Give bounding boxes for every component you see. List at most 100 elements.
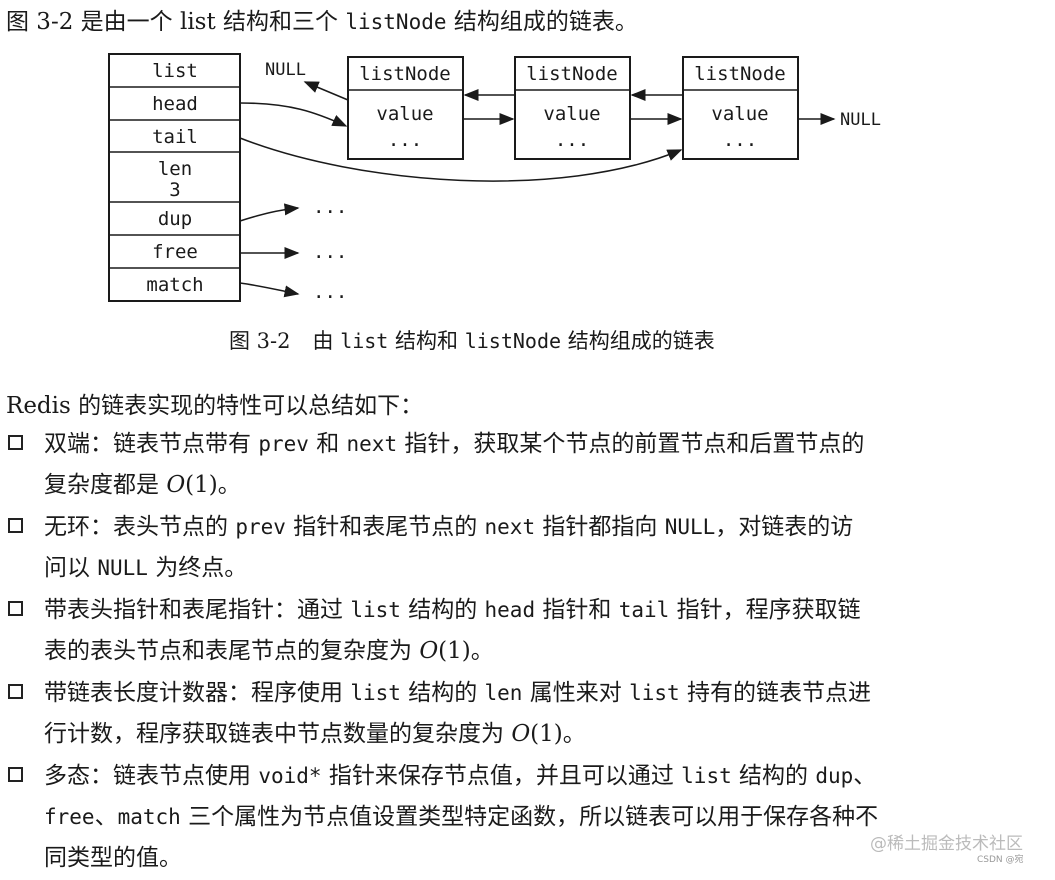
inline-code: NULL <box>664 515 716 539</box>
list-node-1: listNode value ... <box>347 56 464 160</box>
null-left-label: NULL <box>265 60 306 80</box>
feature-line: 同类型的值。 <box>44 838 1051 879</box>
checkbox-bullet-icon <box>8 435 23 450</box>
text-segment: 、 <box>853 763 877 789</box>
inline-code: tail <box>618 598 670 622</box>
feature-item: 双端：链表节点带有 prev 和 next 指针，获取某个节点的前置节点和后置节… <box>6 424 1051 506</box>
list-field-tail: tail <box>152 126 198 148</box>
text-segment: 双端：链表节点带有 <box>44 431 259 457</box>
list-field-head: head <box>152 93 198 115</box>
node-more: ... <box>388 129 422 151</box>
list-field-dup: dup <box>158 208 192 230</box>
list-struct-title: list <box>152 60 198 82</box>
list-field-len: len <box>158 158 192 180</box>
checkbox-bullet-icon <box>8 518 23 533</box>
text-segment: O <box>419 638 439 664</box>
inline-code: next <box>484 515 536 539</box>
text-segment: 无环：表头节点的 <box>44 514 236 540</box>
text-segment: 属性来对 <box>522 680 630 706</box>
node-value: value <box>711 103 768 125</box>
feature-line: 双端：链表节点带有 prev 和 next 指针，获取某个节点的前置节点和后置节… <box>44 424 1051 465</box>
text-segment: (1)。 <box>530 721 586 747</box>
list-node-2: listNode value ... <box>514 56 631 160</box>
inline-code: next <box>346 432 398 456</box>
null-right-label: NULL <box>840 110 881 130</box>
feature-item: 无环：表头节点的 prev 指针和表尾节点的 next 指针都指向 NULL，对… <box>6 507 1051 589</box>
summary-text: Redis 的链表实现的特性可以总结如下： <box>6 393 424 419</box>
dup-pointer-arrow <box>239 203 300 222</box>
free-target: ... <box>313 241 347 263</box>
feature-line: 带表头指针和表尾指针：通过 list 结构的 head 指针和 tail 指针，… <box>44 590 1051 631</box>
text-segment: (1)。 <box>438 638 494 664</box>
inline-code: prev <box>258 432 309 456</box>
text-segment: 问以 <box>44 555 98 581</box>
node-title: listNode <box>359 63 451 85</box>
text-segment: 多态：链表节点使用 <box>44 763 259 789</box>
inline-code: list <box>350 598 401 622</box>
watermark: @稀土掘金技术社区 <box>870 834 1023 854</box>
node-title: listNode <box>526 63 618 85</box>
feature-line: 行计数，程序获取链表中节点数量的复杂度为 O(1)。 <box>44 714 1051 755</box>
feature-line: 表的表头节点和表尾节点的复杂度为 O(1)。 <box>44 631 1051 672</box>
list-struct: list head tail len 3 dup free match <box>108 53 241 302</box>
text-segment: 结构的 <box>400 680 485 706</box>
feature-line: 带链表长度计数器：程序使用 list 结构的 len 属性来对 list 持有的… <box>44 673 1051 714</box>
text-segment: O <box>166 472 186 498</box>
dup-target: ... <box>313 196 347 218</box>
intro-text: 图 3-2 是由一个 list 结构和三个 listNode 结构组成的链表。 <box>6 9 638 35</box>
linked-list-figure: list head tail len 3 dup free match list… <box>108 53 881 303</box>
inline-code: prev <box>235 515 286 539</box>
text-segment: 指针和表尾节点的 <box>285 514 485 540</box>
inline-code: void* <box>258 764 322 788</box>
inline-code: list <box>350 681 401 705</box>
list-len-value: 3 <box>169 179 180 201</box>
text-segment: 行计数，程序获取链表中节点数量的复杂度为 <box>44 721 512 747</box>
checkbox-bullet-icon <box>8 767 23 782</box>
text-segment: 指针和 <box>535 597 619 623</box>
node-more: ... <box>555 129 589 151</box>
text-segment: 带表头指针和表尾指针：通过 <box>44 597 351 623</box>
text-segment: 表的表头节点和表尾节点的复杂度为 <box>44 638 420 664</box>
text-segment: 和 <box>308 431 347 457</box>
list-node-3: listNode value ... <box>682 56 799 160</box>
inline-code: dup <box>815 764 854 788</box>
list-field-match: match <box>146 274 203 296</box>
node-value: value <box>543 103 600 125</box>
feature-line: 复杂度都是 O(1)。 <box>44 465 1051 506</box>
text-segment: 指针都指向 <box>535 514 665 540</box>
feature-item: 带链表长度计数器：程序使用 list 结构的 len 属性来对 list 持有的… <box>6 673 1051 755</box>
inline-code: free <box>44 805 95 829</box>
inline-code: head <box>484 598 536 622</box>
feature-item: 带表头指针和表尾指针：通过 list 结构的 head 指针和 tail 指针，… <box>6 590 1051 672</box>
match-target: ... <box>313 281 347 303</box>
text-segment: 持有的链表节点进 <box>679 680 871 706</box>
node-value: value <box>376 103 433 125</box>
inline-code: NULL <box>97 556 148 580</box>
inline-code: list <box>629 681 680 705</box>
feature-line: 多态：链表节点使用 void* 指针来保存节点值，并且可以通过 list 结构的… <box>44 756 1051 797</box>
text-segment: 同类型的值。 <box>44 845 182 871</box>
node-title: listNode <box>694 63 786 85</box>
checkbox-bullet-icon <box>8 601 23 616</box>
prev-arrow-node1-null <box>303 81 349 101</box>
text-segment: 结构的 <box>731 763 816 789</box>
text-segment: 为终点。 <box>147 555 248 581</box>
feature-list: 双端：链表节点带有 prev 和 next 指针，获取某个节点的前置节点和后置节… <box>6 424 1051 880</box>
node-more: ... <box>723 129 757 151</box>
text-segment: 三个属性为节点值设置类型特定函数，所以链表可以用于保存各种不 <box>180 804 879 830</box>
feature-line: free、match 三个属性为节点值设置类型特定函数，所以链表可以用于保存各种… <box>44 797 1051 838</box>
feature-line: 无环：表头节点的 prev 指针和表尾节点的 next 指针都指向 NULL，对… <box>44 507 1051 548</box>
text-segment: 带链表长度计数器：程序使用 <box>44 680 351 706</box>
text-segment: 复杂度都是 <box>44 472 167 498</box>
inline-code: list <box>681 764 732 788</box>
list-field-free: free <box>152 241 198 263</box>
feature-line: 问以 NULL 为终点。 <box>44 548 1051 589</box>
inline-code: match <box>117 805 181 829</box>
text-segment: 指针，获取某个节点的前置节点和后置节点的 <box>397 431 865 457</box>
text-segment: 指针，程序获取链 <box>669 597 861 623</box>
text-segment: ，对链表的访 <box>715 514 854 540</box>
inline-code: len <box>484 681 523 705</box>
text-segment: 指针来保存节点值，并且可以通过 <box>321 763 682 789</box>
head-pointer-arrow <box>239 102 348 127</box>
